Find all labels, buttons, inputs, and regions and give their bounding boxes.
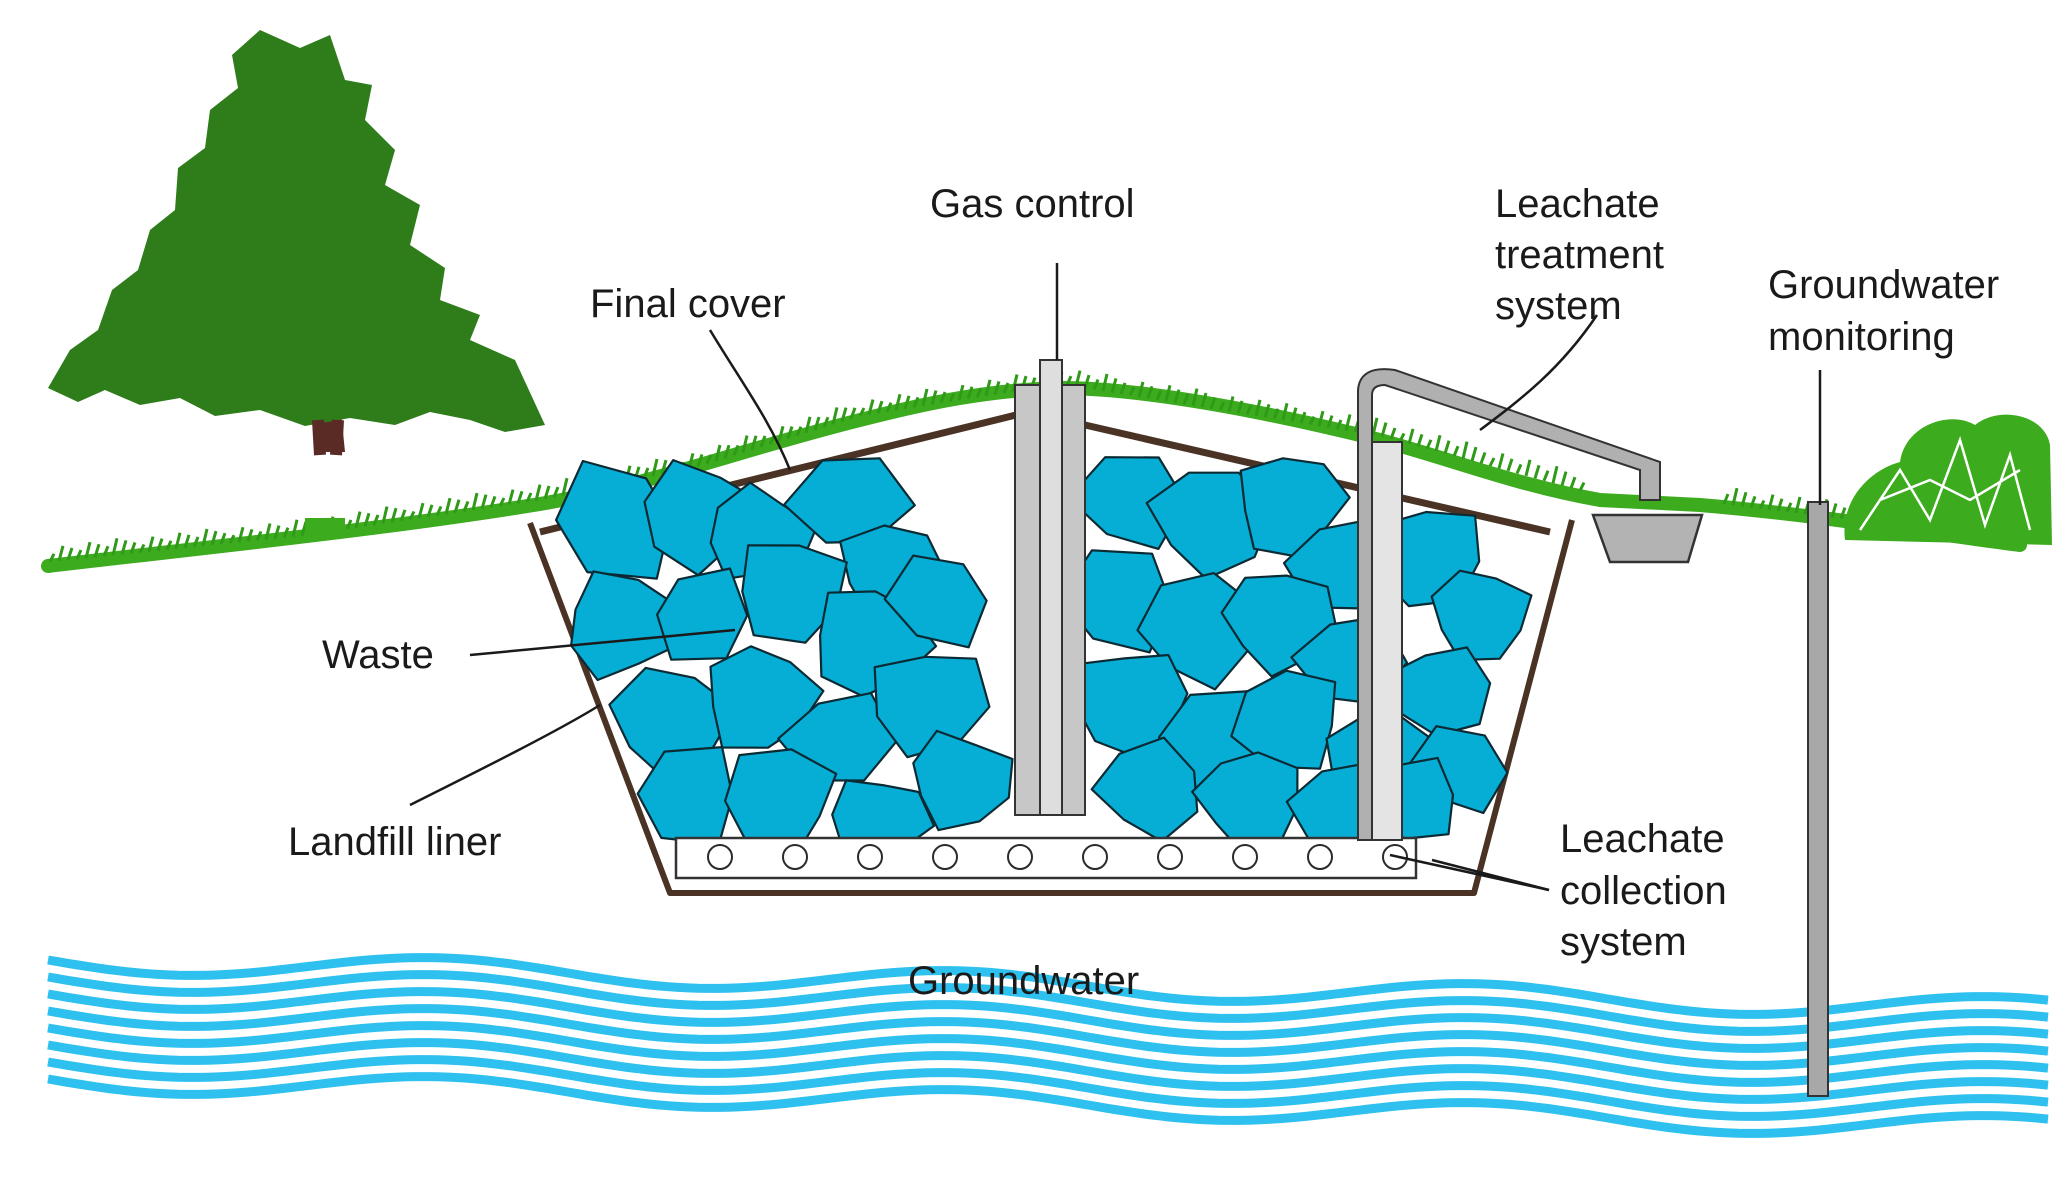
labels: Gas control Leachate treatment system Gr… [288, 182, 1999, 1003]
collection-pipe-hole [932, 844, 958, 870]
waste-chunk [741, 544, 848, 644]
landfill-liner [527, 519, 1575, 896]
label-gas-control: Gas control [930, 182, 1135, 226]
leachate-treatment-pipe [1357, 368, 1661, 841]
groundwater-wave [47, 953, 2049, 1019]
groundwater-wave [47, 970, 2049, 1036]
waste-chunk [656, 567, 749, 661]
label-groundwater-monitoring-1: Groundwater [1768, 263, 1999, 307]
label-leachate-treatment-1: Leachate [1495, 182, 1660, 226]
groundwater-waves [47, 953, 2049, 1138]
collection-pipe-hole [782, 844, 808, 870]
leachate-collection-pipe [674, 836, 1418, 880]
label-waste: Waste [322, 633, 434, 677]
groundwater-wave [47, 1021, 2049, 1087]
collection-pipe-hole [857, 844, 883, 870]
label-leachate-collection-2: collection [1560, 869, 1727, 913]
leader-lines [409, 263, 1822, 892]
label-groundwater: Groundwater [908, 959, 1139, 1003]
label-final-cover: Final cover [590, 282, 786, 326]
shrub-icon [1844, 414, 2052, 545]
waste-chunk [883, 554, 988, 649]
collection-pipe-hole [707, 844, 733, 870]
label-leachate-treatment-2: treatment [1495, 233, 1664, 277]
waste-chunk [1191, 751, 1299, 853]
collection-pipe-hole [1082, 844, 1108, 870]
waste-chunks [555, 456, 1533, 872]
waste-chunk [1430, 569, 1533, 662]
tree-icon [48, 30, 545, 534]
groundwater-wave [47, 1072, 2049, 1138]
label-leachate-collection-1: Leachate [1560, 817, 1725, 861]
monitoring-well [1807, 501, 1829, 1097]
waste-chunk [1386, 646, 1492, 737]
waste-chunk [912, 729, 1014, 832]
groundwater-wave [47, 987, 2049, 1053]
collection-pipe-hole [1007, 844, 1033, 870]
label-groundwater-monitoring-2: monitoring [1768, 315, 1955, 359]
waste-chunk [1239, 457, 1351, 558]
waste-chunk [555, 459, 672, 580]
waste-chunk [873, 655, 991, 759]
groundwater-wave [47, 1055, 2049, 1121]
waste-chunk [1090, 736, 1199, 843]
treatment-basin [1591, 513, 1704, 564]
groundwater-wave [47, 1038, 2049, 1104]
collection-pipe-hole [1307, 844, 1333, 870]
collection-pipe-hole [1157, 844, 1183, 870]
gas-control-pipe [1014, 359, 1086, 816]
label-landfill-liner: Landfill liner [288, 820, 501, 864]
label-leachate-collection-3: system [1560, 920, 1687, 964]
collection-pipe-hole [1232, 844, 1258, 870]
groundwater-wave [47, 1004, 2049, 1070]
label-leachate-treatment-3: system [1495, 284, 1622, 328]
